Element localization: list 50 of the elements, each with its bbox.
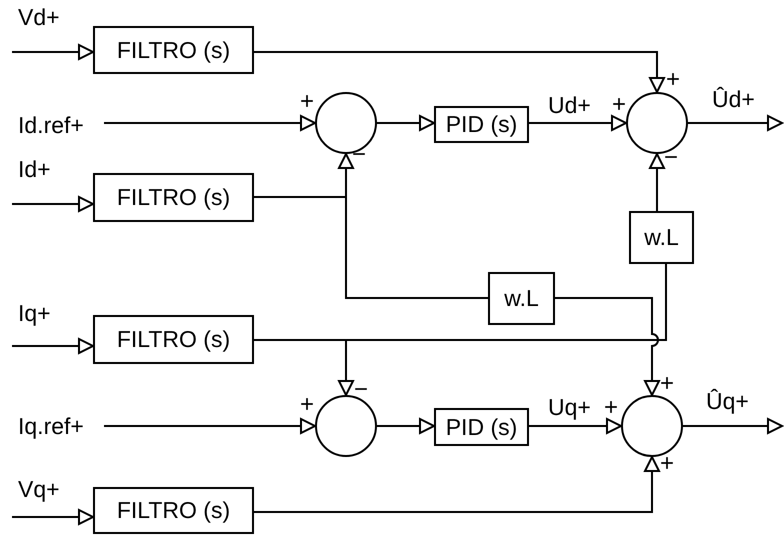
- arrow: [12, 338, 94, 354]
- arrow: [649, 153, 665, 211]
- arrow: [254, 456, 660, 513]
- sign-label: +: [300, 90, 314, 114]
- arrow: [683, 418, 783, 434]
- arrow: [12, 196, 94, 212]
- block-box: [434, 408, 529, 446]
- block-label: FILTRO (s): [116, 36, 230, 64]
- sign-label: −: [354, 378, 368, 402]
- arrow: [555, 297, 660, 396]
- connector-line: [254, 196, 488, 299]
- block-label: w.L: [644, 224, 679, 251]
- arrow: [12, 509, 94, 525]
- input-label: Id.ref+: [18, 112, 104, 138]
- arrow: [254, 51, 665, 93]
- arrow: [377, 115, 435, 131]
- block-box: [93, 173, 254, 222]
- block-label: FILTRO (s): [116, 184, 230, 211]
- sign-label: +: [666, 68, 680, 92]
- signal-label: Ûq+: [706, 390, 749, 413]
- arrow: [529, 115, 627, 131]
- signal-label: Iq+: [18, 302, 51, 325]
- arrow: [104, 418, 316, 434]
- block-box: [93, 315, 254, 364]
- arrow: [529, 418, 622, 434]
- arrow: [688, 115, 783, 131]
- signal-label: Uq+: [548, 396, 591, 419]
- block-label: PID (s): [446, 111, 518, 138]
- sign-label: +: [660, 452, 674, 476]
- sign-label: +: [604, 396, 618, 420]
- block-label: FILTRO (s): [116, 497, 230, 524]
- arrow: [377, 418, 435, 434]
- sign-label: +: [612, 93, 626, 117]
- sign-label: −: [352, 143, 366, 167]
- block-label: PID (s): [446, 414, 518, 440]
- block-box: [434, 106, 529, 143]
- sign-label: +: [300, 393, 314, 417]
- arrow: [254, 339, 354, 396]
- signal-label: Vq+: [18, 478, 60, 501]
- block-label: w.L: [504, 285, 539, 312]
- input-label: Iq.ref+: [18, 413, 104, 439]
- arrow: [104, 115, 316, 131]
- sign-label: −: [664, 146, 678, 170]
- block-box: [488, 272, 555, 325]
- arrow: [12, 44, 94, 60]
- block-box: [93, 26, 254, 74]
- block-label: FILTRO (s): [116, 326, 230, 353]
- sign-label: +: [660, 372, 674, 396]
- block-box: [93, 487, 254, 534]
- block-box: [629, 211, 694, 264]
